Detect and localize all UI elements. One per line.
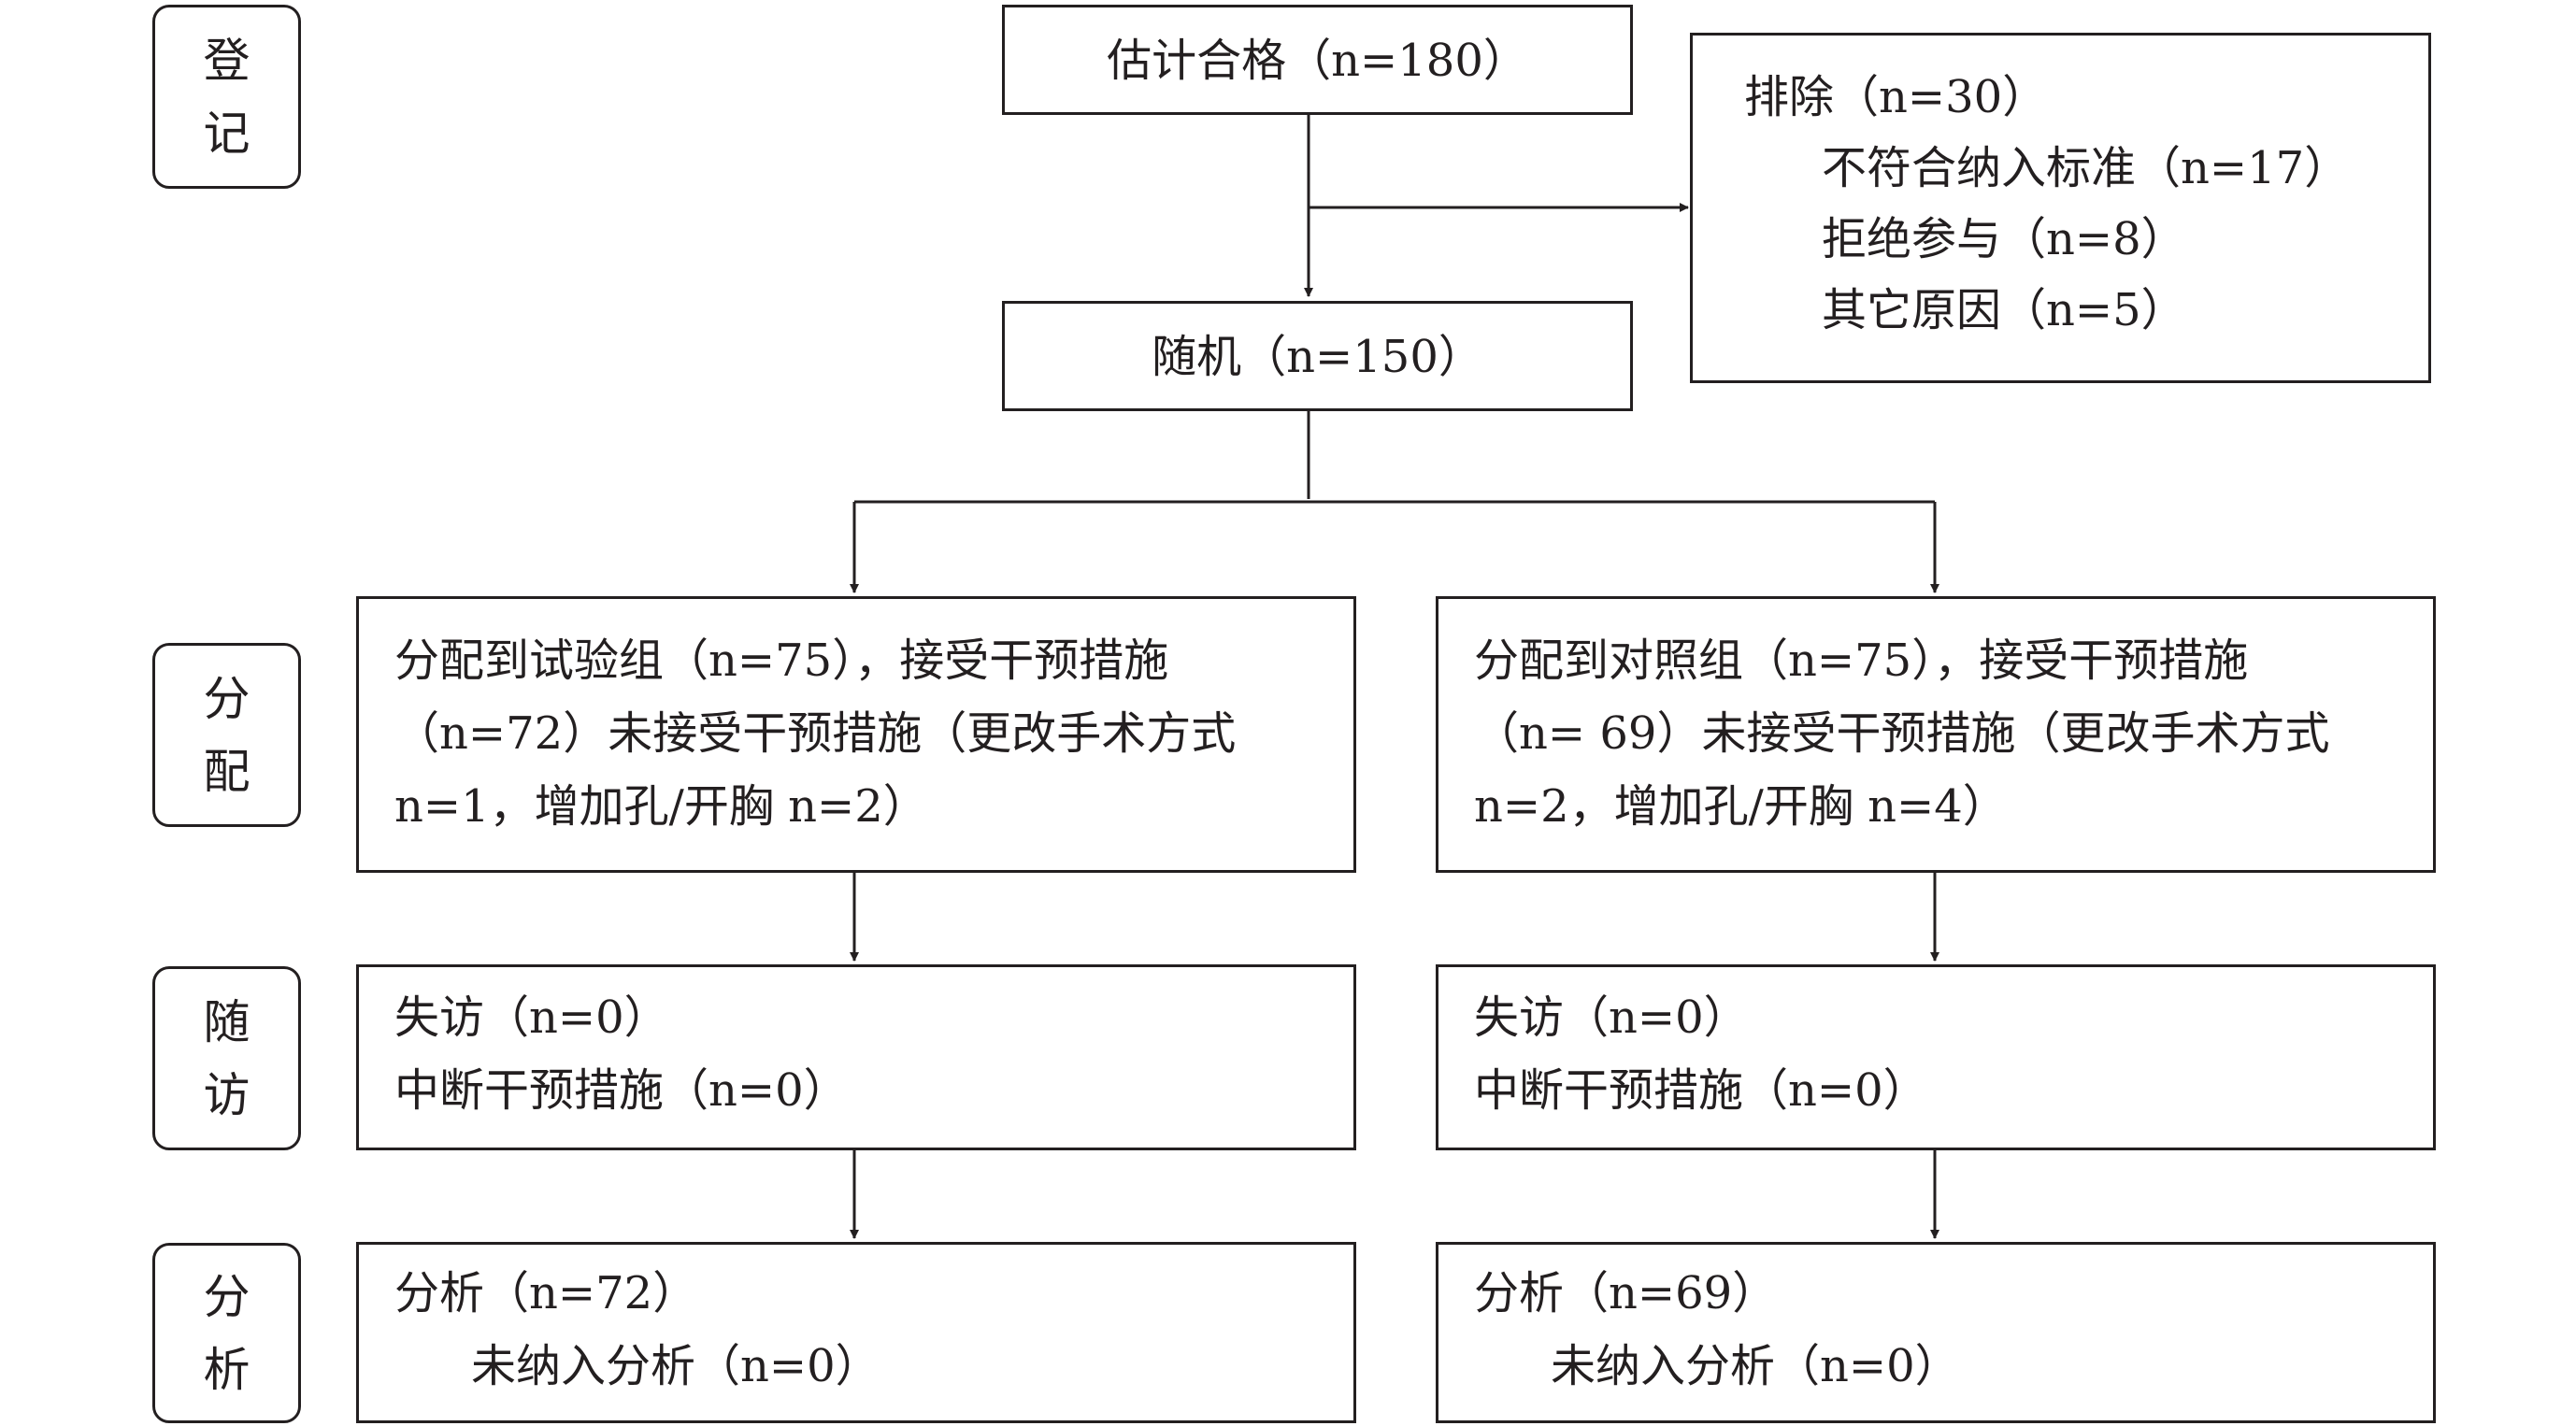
stage-followup-char-2: 访 — [203, 1067, 250, 1122]
excluded-reason-criteria: 不符合纳入标准（n=17） — [1822, 142, 2350, 194]
experimental-analysis-line-1: 分析（n=72） — [394, 1267, 698, 1319]
stage-allocation: 分 配 — [152, 643, 301, 827]
control-allocation-box: 分配到对照组（n=75），接受干预措施 （n= 69）未接受干预措施（更改手术方… — [1436, 596, 2436, 873]
experimental-allocation-box: 分配到试验组（n=75），接受干预措施 （n=72）未接受干预措施（更改手术方式… — [356, 596, 1356, 873]
control-allocation-line-3: n=2，增加孔/开胸 n=4） — [1474, 780, 2008, 833]
experimental-followup-line-2: 中断干预措施（n=0） — [394, 1064, 849, 1117]
stage-analysis-char-2: 析 — [203, 1342, 250, 1397]
stage-followup: 随 访 — [152, 966, 301, 1150]
excluded-title: 排除（n=30） — [1744, 71, 2048, 123]
excluded-box: 排除（n=30） 不符合纳入标准（n=17） 拒绝参与（n=8） 其它原因（n=… — [1690, 33, 2431, 383]
control-analysis-line-2: 未纳入分析（n=0） — [1551, 1340, 1960, 1392]
stage-allocation-char-1: 分 — [203, 671, 250, 726]
stage-allocation-char-2: 配 — [203, 744, 250, 799]
control-allocation-line-2: （n= 69）未接受干预措施（更改手术方式 — [1474, 707, 2330, 760]
stage-analysis: 分 析 — [152, 1243, 301, 1423]
control-analysis-box: 分析（n=69） 未纳入分析（n=0） — [1436, 1242, 2436, 1423]
experimental-analysis-box: 分析（n=72） 未纳入分析（n=0） — [356, 1242, 1356, 1423]
experimental-allocation-line-1: 分配到试验组（n=75），接受干预措施 — [394, 635, 1169, 687]
randomized-box: 随机（n=150） — [1002, 301, 1633, 411]
experimental-followup-line-1: 失访（n=0） — [394, 991, 669, 1044]
control-analysis-line-1: 分析（n=69） — [1474, 1267, 1778, 1319]
stage-enrollment: 登 记 — [152, 5, 301, 189]
control-followup-line-1: 失访（n=0） — [1474, 991, 1749, 1044]
experimental-allocation-line-3: n=1，增加孔/开胸 n=2） — [394, 780, 928, 833]
control-allocation-line-1: 分配到对照组（n=75），接受干预措施 — [1474, 635, 2249, 687]
control-followup-box: 失访（n=0） 中断干预措施（n=0） — [1436, 964, 2436, 1150]
stage-enrollment-char-2: 记 — [203, 106, 250, 161]
stage-enrollment-char-1: 登 — [203, 33, 250, 88]
randomized-text: 随机（n=150） — [1152, 331, 1483, 383]
stage-followup-char-1: 随 — [203, 994, 250, 1049]
excluded-reason-declined: 拒绝参与（n=8） — [1822, 213, 2186, 265]
stage-analysis-char-1: 分 — [203, 1269, 250, 1324]
experimental-analysis-line-2: 未纳入分析（n=0） — [471, 1340, 880, 1392]
experimental-followup-box: 失访（n=0） 中断干预措施（n=0） — [356, 964, 1356, 1150]
excluded-reason-other: 其它原因（n=5） — [1822, 284, 2186, 336]
assessed-box: 估计合格（n=180） — [1002, 5, 1633, 115]
experimental-allocation-line-2: （n=72）未接受干预措施（更改手术方式 — [394, 707, 1237, 760]
control-followup-line-2: 中断干预措施（n=0） — [1474, 1064, 1928, 1117]
assessed-text: 估计合格（n=180） — [1107, 35, 1528, 87]
